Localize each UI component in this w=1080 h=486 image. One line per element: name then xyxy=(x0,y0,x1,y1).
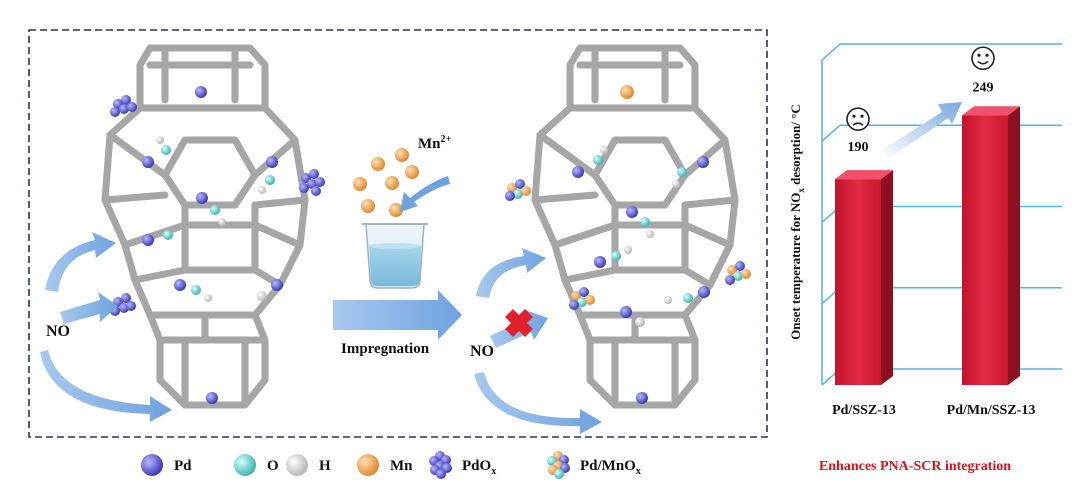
legend-label: Mn xyxy=(390,458,413,474)
legend-item-h: H xyxy=(286,454,331,476)
atom-legend: Pd O H Mn PdOx Pd/MnOx xyxy=(141,451,641,479)
sad-face-icon xyxy=(846,107,870,131)
data-label: 190 xyxy=(848,140,869,155)
data-label: 249 xyxy=(973,80,994,95)
mn-ions xyxy=(353,148,419,217)
legend-item-pdmno: Pd/MnOx xyxy=(547,451,641,479)
scheme-frame xyxy=(28,29,768,438)
ion-label: Mn2+ xyxy=(418,134,452,152)
chart-caption: Enhances PNA-SCR integration xyxy=(819,459,1011,474)
left-cage-atoms xyxy=(142,86,283,404)
category-label: Pd/SSZ-13 xyxy=(832,403,896,418)
legend-swatch xyxy=(286,454,308,476)
inlet-label-right: NO xyxy=(470,343,494,360)
legend-label: H xyxy=(319,458,331,474)
beaker-icon xyxy=(362,223,428,289)
legend-swatch xyxy=(357,454,379,476)
happy-face-icon xyxy=(971,46,995,71)
zeolite-cage-right xyxy=(531,44,739,409)
no-flow-arrows-left xyxy=(40,232,172,422)
legend-item-mn: Mn xyxy=(357,454,413,476)
legend-item-pd: Pd xyxy=(141,454,192,476)
legend-item-o: O xyxy=(234,454,279,476)
zeolite-cage-left xyxy=(101,44,309,409)
drop-arrow xyxy=(400,176,450,212)
bar-pd-ssz13 xyxy=(835,170,893,385)
bar-pd-mn-ssz13 xyxy=(962,106,1020,385)
process-label: Impregnation xyxy=(341,341,430,357)
category-label: Pd/Mn/SSZ-13 xyxy=(947,403,1036,418)
impregnation-arrow xyxy=(333,290,462,340)
legend-item-pdo: PdOx xyxy=(429,451,496,479)
blocked-cross-icon xyxy=(505,309,533,337)
legend-label: Pd xyxy=(174,458,192,474)
increase-arrow xyxy=(882,102,962,158)
pd-mnox-cluster-icon xyxy=(547,451,570,479)
bar-chart: Onset temperature for NOx desorption/ °C… xyxy=(788,43,1062,418)
legend-label: Pd/MnOx xyxy=(580,458,641,477)
inlet-label-left: NO xyxy=(46,323,70,340)
y-axis-label: Onset temperature for NOx desorption/ °C xyxy=(788,104,806,340)
pdox-cluster-icon xyxy=(429,451,452,479)
legend-label: PdOx xyxy=(462,458,496,477)
legend-swatch xyxy=(141,454,163,476)
legend-swatch xyxy=(234,454,256,476)
right-cage-atoms xyxy=(572,85,710,404)
pd-mnox-cluster-right xyxy=(505,179,751,310)
legend-label: O xyxy=(267,458,279,474)
